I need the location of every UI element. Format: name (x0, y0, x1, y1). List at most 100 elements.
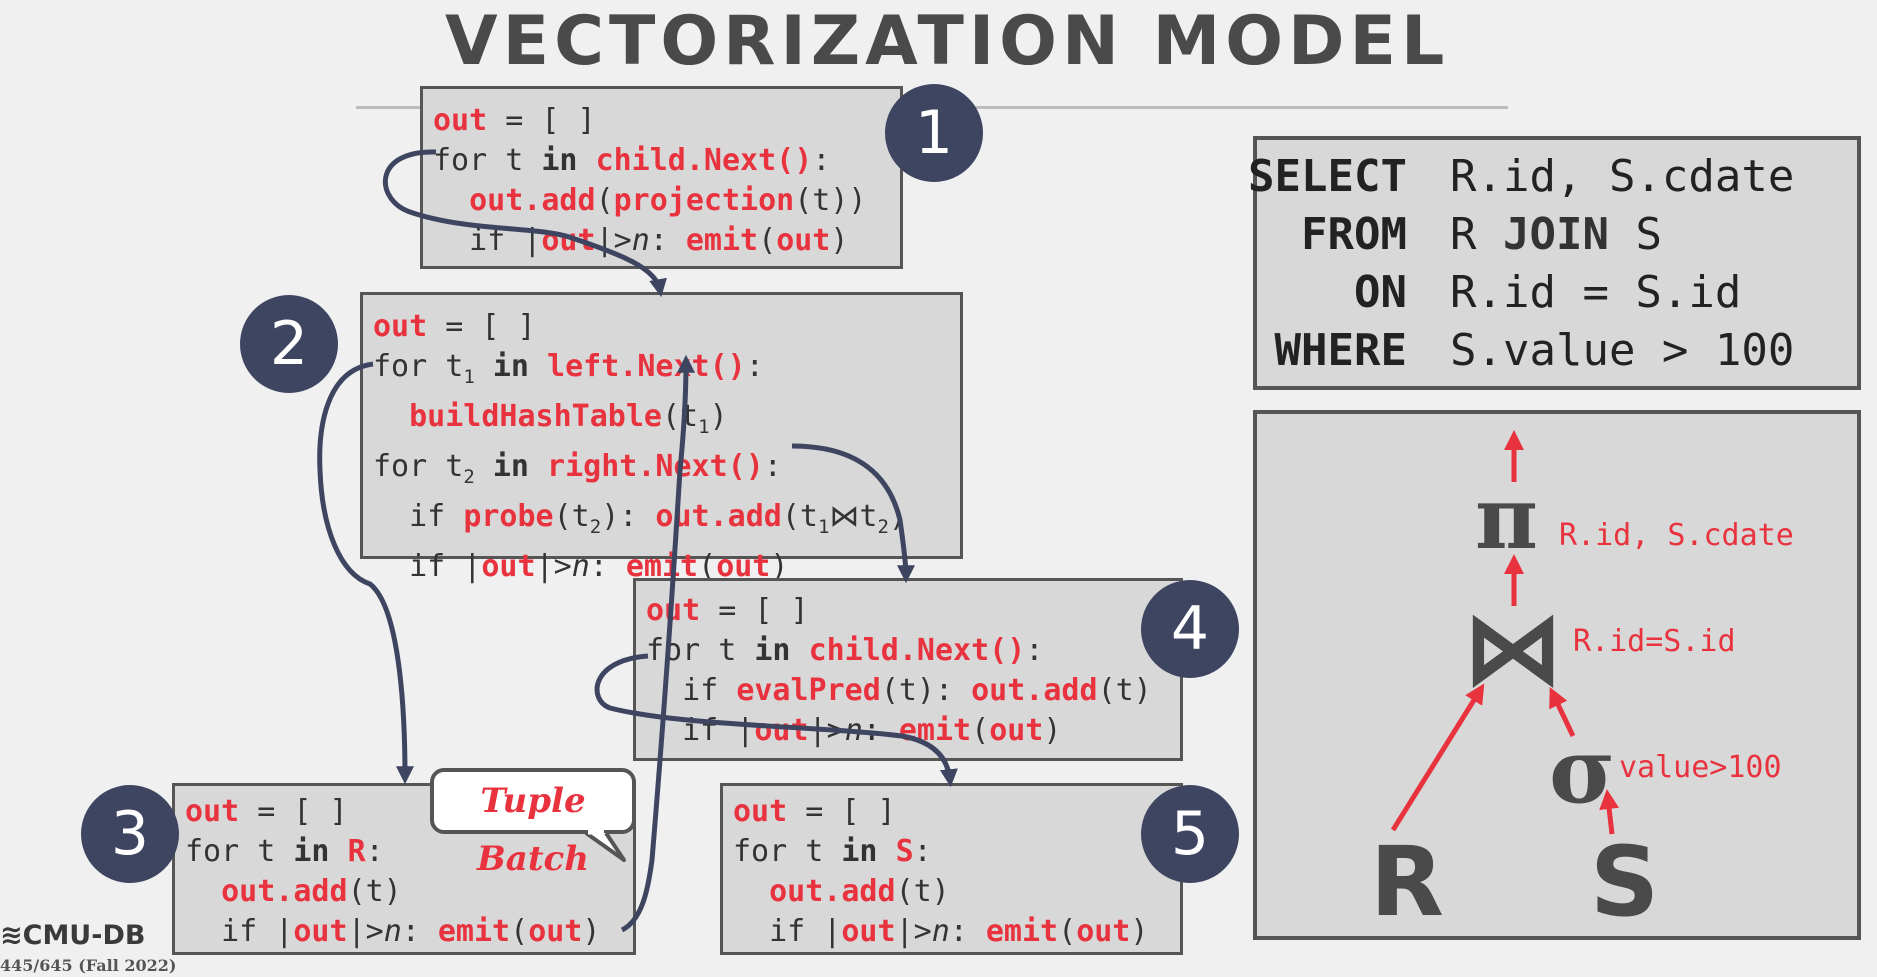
sql-clause: R.id, S.cdate (1450, 151, 1795, 202)
code-token: n (631, 223, 650, 258)
code-token: |> (347, 914, 384, 949)
step-badge-3: 3 (81, 785, 179, 883)
code-line: out = [ ] (733, 792, 1148, 832)
code-token: for t (646, 633, 755, 668)
code-token: (t) (895, 874, 950, 909)
arrow-filter-to-scan-s (594, 653, 958, 788)
sql-clause: S.value > 100 (1450, 325, 1795, 376)
code-line: out = [ ] (433, 101, 867, 141)
step-badge-1: 1 (885, 84, 983, 182)
sql-query-box: SELECT R.id, S.cdate FROM R JOIN S ON R.… (1248, 136, 1861, 390)
code-token: for t (185, 834, 294, 869)
code-line: if probe(t2): out.add(t1⋈t2) (373, 497, 907, 547)
sql-line-from: FROM R JOIN S (1257, 206, 1857, 264)
code-token: R (347, 834, 366, 869)
sql-line-where: WHERE S.value > 100 (1257, 322, 1857, 380)
operator-box-projection: out = [ ]for t in child.Next(): out.add(… (420, 86, 903, 269)
plan-edge-r-to-join (1390, 683, 1485, 832)
code-token: for t (433, 143, 542, 178)
cmu-db-logo: ≋CMU-DB (0, 920, 145, 951)
code-line: for t2 in right.Next(): (373, 447, 907, 497)
code-token: out (754, 713, 809, 748)
code-token: ): (601, 499, 656, 534)
code-token: : (1025, 633, 1044, 668)
code-token: emit (898, 713, 972, 748)
code-token: if | (373, 549, 482, 584)
code-token: 2 (877, 516, 889, 538)
code-token: out.add (769, 874, 896, 909)
hash-join-code: out = [ ]for t1 in left.Next(): buildHas… (373, 307, 907, 587)
code-token: out.add (971, 673, 1098, 708)
arrow-scan-r-to-join (620, 354, 695, 933)
code-token: 1 (817, 516, 830, 538)
code-token: = [ ] (787, 794, 896, 829)
code-token: n (571, 549, 590, 584)
code-token: ( (758, 223, 777, 258)
arrow-projection-to-join (382, 149, 667, 298)
logo-text: CMU-DB (22, 920, 146, 951)
code-token: = [ ] (427, 309, 536, 344)
code-token: in (541, 143, 578, 178)
scan-r-code: out = [ ]for t in R: out.add(t) if |out|… (185, 792, 600, 952)
sql-keyword: WHERE (1274, 325, 1407, 376)
code-token: ( (1058, 914, 1077, 949)
code-token: |> (895, 914, 932, 949)
code-line: out = [ ] (373, 307, 907, 347)
code-line: out.add(t) (185, 872, 600, 912)
code-token: (t (662, 399, 699, 434)
code-line: for t1 in left.Next(): (373, 347, 907, 397)
code-token: n (931, 914, 950, 949)
code-token: n (383, 914, 402, 949)
code-token: (t (553, 499, 590, 534)
table-s-label: S (1590, 826, 1660, 938)
code-token: evalPred (736, 673, 881, 708)
sql-clause: R JOIN S (1450, 206, 1662, 264)
code-token: emit (437, 914, 511, 949)
code-line: out.add(t) (733, 872, 1148, 912)
code-token: emit (985, 914, 1059, 949)
logo-mark-icon: ≋ (0, 920, 23, 951)
course-label: 445/645 (Fall 2022) (0, 956, 177, 975)
sql-token: R (1450, 209, 1503, 260)
plan-edge-selection-to-join (1549, 686, 1576, 738)
code-token: projection (613, 183, 795, 218)
code-line: out = [ ] (185, 792, 600, 832)
sql-line-on: ON R.id = S.id (1257, 264, 1857, 322)
code-token: : (649, 223, 686, 258)
code-token: out (733, 794, 788, 829)
code-line: for t in child.Next(): (646, 631, 1152, 671)
code-token: probe (463, 499, 554, 534)
code-token: S (895, 834, 914, 869)
code-token: right.Next() (547, 449, 764, 484)
sql-clause: R.id = S.id (1450, 267, 1742, 318)
code-token: 1 (463, 366, 475, 388)
code-token: ⋈t (829, 499, 878, 534)
code-token: child.Next() (808, 633, 1026, 668)
code-token: (t)) (794, 183, 867, 218)
code-token: : (401, 914, 438, 949)
code-token: : (949, 914, 986, 949)
selection-label: value>100 (1619, 750, 1782, 785)
step-badge-5: 5 (1141, 785, 1239, 883)
code-line: for t in S: (733, 832, 1148, 872)
code-token: in (841, 834, 878, 869)
step-badge-2: 2 (240, 295, 338, 393)
code-token: if | (185, 914, 294, 949)
code-token: |> (535, 549, 572, 584)
sql-token: JOIN (1502, 209, 1609, 260)
code-token: ( (971, 713, 990, 748)
code-token: out.add (469, 183, 596, 218)
scan-s-code: out = [ ]for t in S: out.add(t) if |out|… (733, 792, 1148, 952)
code-line: out.add(projection(t)) (433, 181, 867, 221)
code-line: for t in R: (185, 832, 600, 872)
projection-label: R.id, S.cdate (1559, 518, 1794, 553)
code-token: in (754, 633, 791, 668)
code-token: ( (595, 183, 614, 218)
operator-box-filter: out = [ ]for t in child.Next(): if evalP… (633, 578, 1183, 761)
code-token: (t) (1097, 673, 1152, 708)
code-token: if (646, 673, 737, 708)
arrow-join-to-scan-r (317, 361, 414, 785)
selection-symbol: σ (1549, 718, 1616, 824)
projection-code: out = [ ]for t in child.Next(): out.add(… (433, 101, 867, 261)
